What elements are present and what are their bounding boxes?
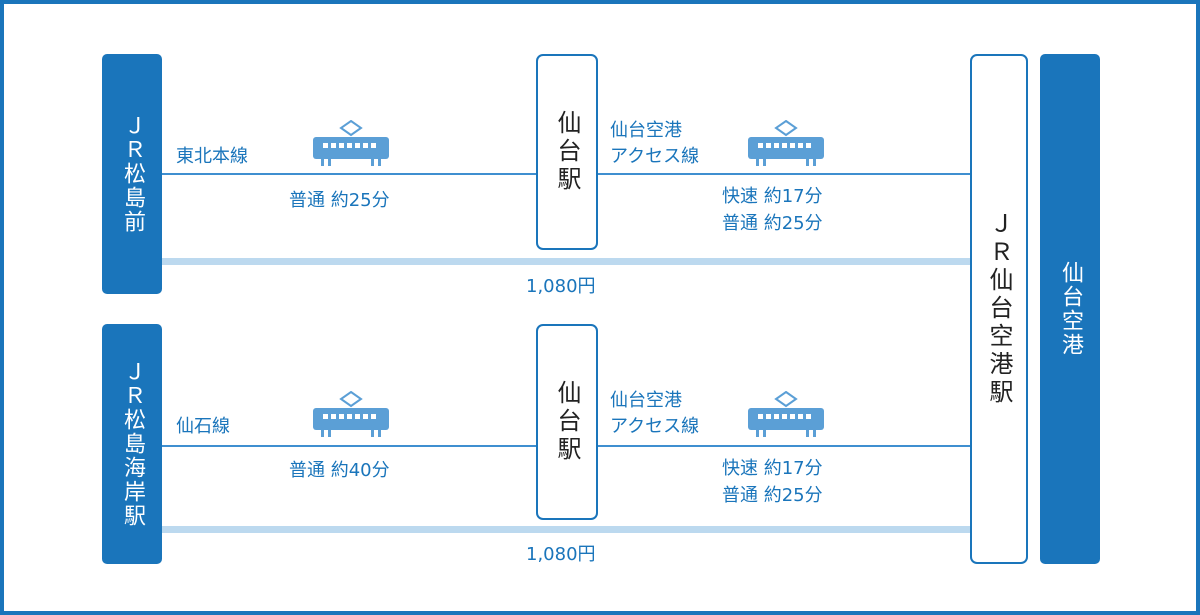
train-icon — [313, 391, 389, 437]
train-icon — [748, 391, 824, 437]
line-name-access-2b: アクセス線 — [610, 416, 700, 437]
fare-1: 1,080円 — [526, 276, 596, 297]
line-name-access-1a: 仙台空港 — [610, 120, 682, 141]
travel-time-local-1: 普通 約25分 — [722, 213, 823, 234]
transfer-station-name: 仙台駅 — [553, 110, 581, 194]
travel-time-rapid-2: 快速 約17分 — [722, 458, 823, 479]
line-name-access-1b: アクセス線 — [610, 146, 700, 167]
train-icon — [748, 120, 824, 166]
transfer-station-name: 仙台駅 — [553, 380, 581, 464]
destination-box: 仙台空港 — [1040, 54, 1100, 564]
transfer-station-box-1: 仙台駅 — [536, 54, 598, 250]
origin-name: ＪＲ松島海岸駅 — [120, 360, 145, 528]
line-name-senseki: 仙石線 — [176, 416, 230, 437]
fare-2: 1,080円 — [526, 544, 596, 565]
line-segment-2a — [162, 445, 538, 447]
airport-station-name: ＪＲ仙台空港駅 — [985, 211, 1013, 407]
line-name-tohoku: 東北本線 — [176, 146, 248, 167]
train-icon — [313, 120, 389, 166]
travel-time-rapid-1: 快速 約17分 — [722, 186, 823, 207]
line-segment-2b — [598, 445, 970, 447]
travel-time-local-2: 普通 約25分 — [722, 485, 823, 506]
line-name-access-2a: 仙台空港 — [610, 390, 682, 411]
line-segment-1a — [162, 173, 538, 175]
origin-name: ＪＲ松島前 — [120, 114, 145, 234]
destination-name: 仙台空港 — [1058, 261, 1083, 357]
transfer-station-box-2: 仙台駅 — [536, 324, 598, 520]
fare-bar-1 — [162, 258, 970, 265]
travel-time-2a: 普通 約40分 — [289, 460, 390, 481]
origin-box-matsushima: ＪＲ松島前 — [102, 54, 162, 294]
origin-box-matsushima-kaigan: ＪＲ松島海岸駅 — [102, 324, 162, 564]
airport-station-box: ＪＲ仙台空港駅 — [970, 54, 1028, 564]
travel-time-1a: 普通 約25分 — [289, 190, 390, 211]
fare-bar-2 — [162, 526, 970, 533]
line-segment-1b — [598, 173, 970, 175]
